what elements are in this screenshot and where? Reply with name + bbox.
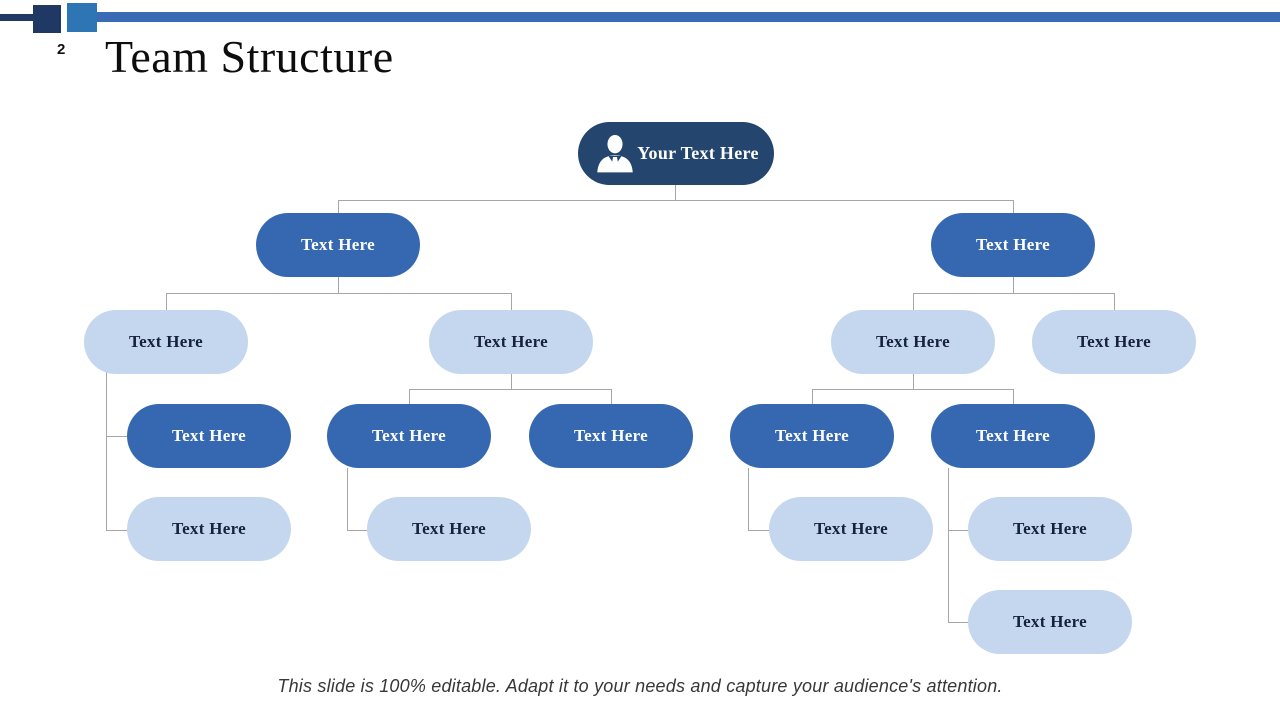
connector-line <box>611 389 612 404</box>
org-node: Text Here <box>968 497 1132 561</box>
org-node-label: Text Here <box>574 426 648 445</box>
org-node-label: Text Here <box>876 332 950 351</box>
org-node-label: Text Here <box>474 332 548 351</box>
org-node-label: Text Here <box>1013 519 1087 538</box>
connector-line <box>675 185 676 200</box>
connector-line <box>409 389 611 390</box>
org-node: Text Here <box>367 497 531 561</box>
org-node: Text Here <box>730 404 894 468</box>
connector-line <box>913 293 914 310</box>
org-node: Text Here <box>429 310 593 374</box>
connector-line <box>511 374 512 389</box>
org-node: Text Here <box>831 310 995 374</box>
person-icon <box>597 134 633 172</box>
org-node-label: Text Here <box>976 426 1050 445</box>
connector-line <box>913 293 1114 294</box>
org-node-label: Text Here <box>172 519 246 538</box>
org-node: Text Here <box>1032 310 1196 374</box>
org-node: Text Here <box>529 404 693 468</box>
org-node: Text Here <box>256 213 420 277</box>
org-node: Text Here <box>84 310 248 374</box>
connector-line <box>748 468 749 530</box>
connector-line <box>948 530 968 531</box>
connector-line <box>511 293 512 310</box>
org-node-label: Text Here <box>814 519 888 538</box>
org-node: Text Here <box>769 497 933 561</box>
connector-line <box>106 436 127 437</box>
connector-line <box>1013 200 1014 213</box>
org-node-root: Your Text Here <box>578 122 774 185</box>
connector-line <box>338 200 1013 201</box>
top-bar-thin-segment <box>0 14 37 21</box>
org-node: Text Here <box>968 590 1132 654</box>
top-bar-dark-square <box>33 5 61 33</box>
org-node: Text Here <box>327 404 491 468</box>
org-node: Text Here <box>127 404 291 468</box>
org-node-label: Text Here <box>412 519 486 538</box>
org-node-label: Your Text Here <box>637 142 759 163</box>
connector-line <box>1114 293 1115 310</box>
connector-line <box>948 622 968 623</box>
top-bar-blue-square <box>67 3 97 32</box>
org-node-label: Text Here <box>1013 612 1087 631</box>
org-node-label: Text Here <box>129 332 203 351</box>
connector-line <box>913 374 914 389</box>
org-node-label: Text Here <box>372 426 446 445</box>
slide-title: Team Structure <box>105 31 394 82</box>
connector-line <box>106 530 127 531</box>
org-node: Text Here <box>127 497 291 561</box>
connector-line <box>347 530 367 531</box>
footer-note: This slide is 100% editable. Adapt it to… <box>277 676 1003 696</box>
connector-line <box>1013 277 1014 293</box>
org-node-label: Text Here <box>1077 332 1151 351</box>
org-node-label: Text Here <box>172 426 246 445</box>
connector-line <box>409 389 410 404</box>
org-node-label: Text Here <box>775 426 849 445</box>
connector-line <box>948 468 949 622</box>
connector-line <box>338 200 339 213</box>
connector-line <box>338 277 339 293</box>
connector-line <box>812 389 1013 390</box>
org-node-label: Text Here <box>976 235 1050 254</box>
org-node: Text Here <box>931 404 1095 468</box>
connector-line <box>347 468 348 530</box>
org-node-label: Text Here <box>301 235 375 254</box>
connector-line <box>748 530 769 531</box>
connector-line <box>106 372 107 530</box>
connector-line <box>166 293 167 310</box>
connector-line <box>166 293 511 294</box>
top-bar-long-segment <box>95 12 1280 22</box>
page-number: 2 <box>57 41 66 58</box>
connector-line <box>1013 389 1014 404</box>
connector-line <box>812 389 813 404</box>
org-node: Text Here <box>931 213 1095 277</box>
